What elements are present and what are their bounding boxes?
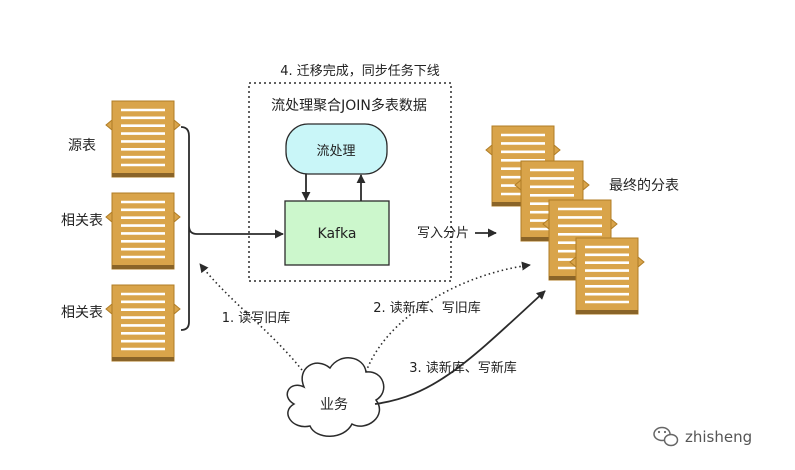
read-new-write-old-label: 2. 读新库、写旧库 xyxy=(373,300,481,316)
source-table-icon xyxy=(105,100,181,178)
write-shards-label: 写入分片 xyxy=(417,226,469,241)
kafka-label: Kafka xyxy=(318,226,357,242)
watermark-text: zhisheng xyxy=(685,428,752,446)
business-cloud xyxy=(286,357,385,437)
wechat-icon xyxy=(653,426,679,447)
stream-process-boundary xyxy=(248,82,452,282)
related-table-label-1: 相关表 xyxy=(61,213,103,229)
stream-process-node xyxy=(285,123,388,175)
source-table-label: 源表 xyxy=(68,138,96,154)
shard-icon-4 xyxy=(569,237,645,315)
table-icons xyxy=(105,100,645,362)
stream-process-label: 流处理 xyxy=(316,144,355,159)
read-old-arrow xyxy=(199,263,303,371)
table-merge-bracket xyxy=(180,126,198,331)
read-new-write-new-label: 3. 读新库、写新库 xyxy=(409,360,517,376)
kafka-node xyxy=(284,200,390,266)
related-table-label-2: 相关表 xyxy=(61,305,103,321)
read-old-label: 1. 读写旧库 xyxy=(222,310,291,326)
migration-done-label: 4. 迁移完成，同步任务下线 xyxy=(280,63,440,79)
business-label: 业务 xyxy=(320,397,348,413)
related-table-icon-2 xyxy=(105,284,181,362)
stream-box-title: 流处理聚合JOIN多表数据 xyxy=(271,97,427,114)
related-table-icon-1 xyxy=(105,192,181,270)
final-shards-label: 最终的分表 xyxy=(609,178,679,194)
read-new-write-new-arrow xyxy=(374,290,546,405)
read-new-write-old-arrow xyxy=(365,261,531,373)
